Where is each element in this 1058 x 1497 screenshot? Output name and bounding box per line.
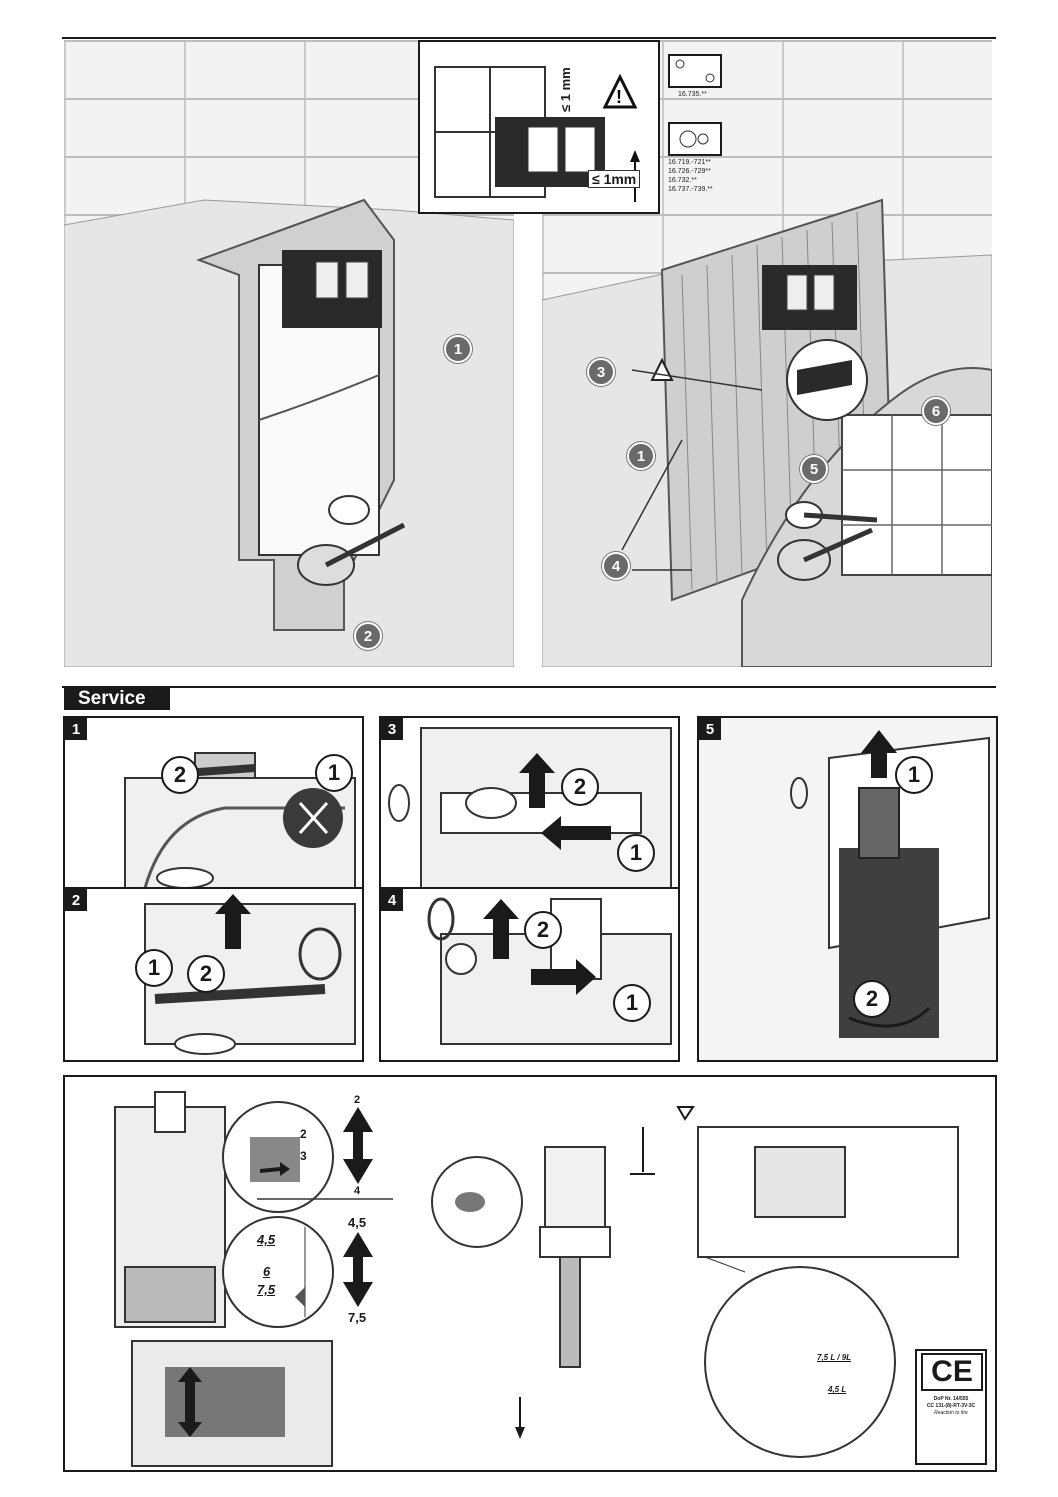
step-callout-1: 1 [617, 834, 655, 872]
callout-1: 1 [627, 442, 655, 470]
step-callout-2: 2 [161, 756, 199, 794]
step-callout-1: 1 [135, 949, 173, 987]
plate-b-codes: 16.719.-721** 16.726.-729** 16.732.** 16… [668, 159, 713, 193]
step-callout-2: 2 [561, 768, 599, 806]
scale-label-4-5: 4,5 [257, 1232, 276, 1247]
svg-text:!: ! [616, 87, 622, 107]
step-callout-1: 1 [895, 756, 933, 794]
tolerance-inset: ! ≤ 1 mm ≤ 1mm [418, 40, 660, 214]
step-number: 2 [65, 889, 87, 911]
callout-3: 3 [587, 358, 615, 386]
arrow-label-top-4-5: 4,5 [348, 1215, 367, 1230]
step-number: 5 [699, 718, 721, 740]
service-step-3: 3 2 1 [379, 716, 680, 891]
step-callout-2: 2 [524, 911, 562, 949]
scale-label-7-5: 7,5 [257, 1282, 276, 1297]
arrow-label-bottom-4: 4 [354, 1185, 361, 1197]
arrow-label-top-2: 2 [354, 1094, 361, 1106]
plate-type-a [668, 54, 722, 88]
step-number: 1 [65, 718, 87, 740]
ce-marking: CE DoP Nr. 14/555 CC 131-(8)-RT-3V-3C Re… [915, 1349, 987, 1465]
callout-2: 2 [354, 622, 382, 650]
scale-label-6: 6 [263, 1264, 271, 1279]
volume-label-small: 4,5 L [828, 1385, 847, 1394]
gap-label-vertical: ≤ 1 mm [558, 67, 573, 112]
top-rule [62, 37, 996, 39]
scale-label-upper-2: 2 [300, 1127, 307, 1141]
volume-label-large: 7,5 L / 9L [817, 1353, 852, 1362]
callout-5: 5 [800, 455, 828, 483]
arrow-label-bottom-7-5: 7,5 [348, 1310, 367, 1325]
ce-logo: CE [921, 1353, 983, 1391]
step-number: 4 [381, 889, 403, 911]
callout-1: 1 [444, 335, 472, 363]
adjustment-panel: 2 3 2 4 4,5 6 7,5 4,5 7,5 7,5 L / 9L 4,5… [63, 1075, 997, 1472]
step-callout-1: 1 [315, 754, 353, 792]
ce-line-2: CC 131-(8)-RT-3V-3C [926, 1403, 976, 1409]
service-rule [62, 686, 996, 688]
ce-line-1: DoP Nr. 14/555 [933, 1396, 969, 1402]
plate-type-b [668, 122, 722, 156]
service-step-2: 2 1 2 [63, 887, 364, 1062]
step-number: 3 [381, 718, 403, 740]
step-callout-1: 1 [613, 984, 651, 1022]
scale-label-upper-3: 3 [300, 1149, 307, 1163]
step-callout-2: 2 [853, 980, 891, 1018]
service-step-5: 5 1 2 [697, 716, 998, 1062]
ce-line-3: Reaction to fire [934, 1410, 968, 1416]
gap-label: ≤ 1mm [588, 170, 641, 188]
step-callout-2: 2 [187, 955, 225, 993]
service-step-4: 4 2 1 [379, 887, 680, 1062]
service-title: Service [64, 688, 170, 710]
callout-6: 6 [922, 397, 950, 425]
service-step-1: 1 2 1 [63, 716, 364, 891]
plate-a-codes: 16.735.** [678, 91, 707, 98]
callout-4: 4 [602, 552, 630, 580]
